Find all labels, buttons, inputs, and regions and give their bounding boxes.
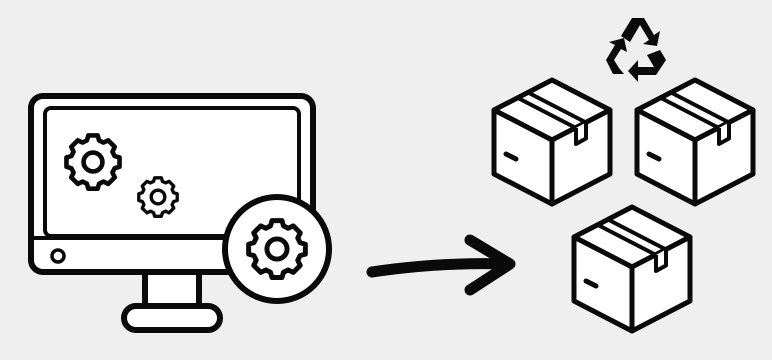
recycle-icon [606, 18, 666, 82]
box-bottom-icon [574, 207, 690, 331]
gear-icon [137, 176, 179, 219]
box-left-icon [494, 80, 610, 204]
stacked-boxes-icon [494, 80, 753, 331]
box-right-icon [637, 80, 753, 204]
power-button-icon [50, 248, 66, 264]
gear-icon [66, 135, 119, 188]
gear-badge-icon [222, 194, 332, 304]
arrow-right-icon [366, 234, 516, 296]
